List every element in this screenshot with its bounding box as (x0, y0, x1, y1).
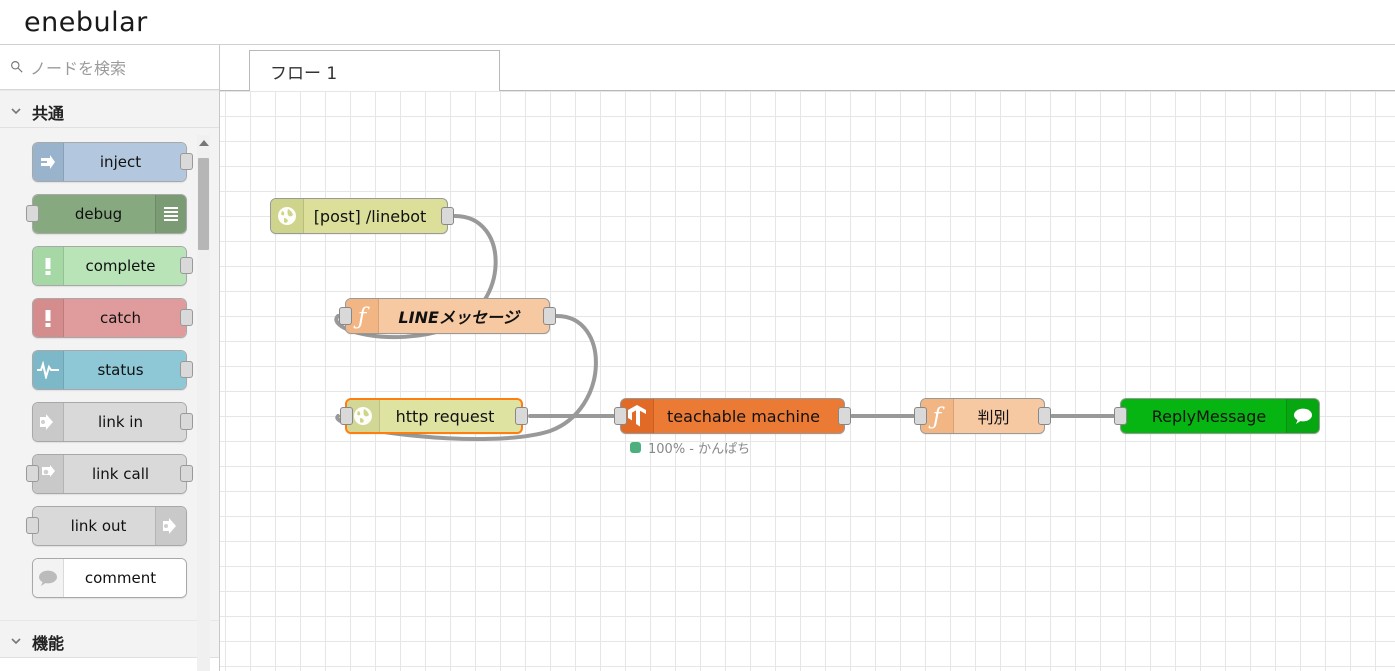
chevron-down-icon (10, 634, 22, 646)
exclamation-icon (33, 247, 64, 285)
palette-node-label: comment (84, 569, 157, 587)
palette-category-body: inject debug complete catch status (0, 128, 219, 620)
status-text: 100% - かんぱち (648, 442, 751, 457)
comment-bubble-icon (33, 559, 64, 597)
flow-node-output-port[interactable] (441, 207, 454, 225)
brand-logo: enebular (24, 7, 148, 38)
debug-lines-icon (155, 195, 186, 233)
palette-node-body: complete (33, 247, 186, 285)
palette-node-catch[interactable]: catch (32, 298, 193, 338)
flow-node-output-port[interactable] (838, 407, 851, 425)
palette-node-body: link in (33, 403, 186, 441)
palette-node-label: link in (98, 413, 143, 431)
palette-category-function[interactable]: 機能 (0, 620, 219, 658)
palette-node-label: catch (99, 309, 142, 327)
palette-node-input-port[interactable] (26, 465, 39, 482)
palette-node-body: inject (33, 143, 186, 181)
palette-scrollbar-thumb[interactable] (198, 158, 209, 250)
palette-categories: 共通 inject debug complete catch (0, 90, 219, 658)
flow-node-http-request[interactable]: http request (340, 398, 528, 434)
palette-node-label: inject (99, 153, 142, 171)
palette-node-output-port[interactable] (180, 465, 193, 482)
palette-search-row (0, 45, 219, 90)
flow-node-handan[interactable]: ƒ 判別 (914, 398, 1051, 434)
flow-node-output-port[interactable] (515, 407, 528, 425)
inject-arrow-icon (33, 143, 64, 181)
palette-node-body: comment (33, 559, 186, 597)
flow-node-http-in[interactable]: [post] /linebot (270, 198, 454, 234)
svg-text:ƒ: ƒ (353, 304, 370, 329)
link-in-icon (33, 403, 64, 441)
palette-node-comment[interactable]: comment (32, 558, 187, 598)
palette-node-body: debug (33, 195, 186, 233)
flow-node-label: ReplyMessage (1151, 406, 1267, 426)
app-header: enebular (0, 0, 1395, 45)
palette-node-input-port[interactable] (26, 517, 39, 534)
exclamation-icon (33, 299, 64, 337)
flow-node-line-message[interactable]: ƒ LINEメッセージ (339, 298, 556, 334)
flow-node-input-port[interactable] (340, 407, 353, 425)
palette-node-status[interactable]: status (32, 350, 193, 390)
flow-node-label: [post] /linebot (313, 206, 427, 226)
palette-node-output-port[interactable] (180, 361, 193, 378)
palette-node-output-port[interactable] (180, 309, 193, 326)
palette-node-body: status (33, 351, 186, 389)
flow-node-output-port[interactable] (1038, 407, 1051, 425)
palette-node-label: debug (74, 205, 123, 223)
function-icon: ƒ (921, 399, 954, 433)
tensorflow-icon (621, 399, 654, 433)
palette-scrollbar[interactable] (197, 135, 210, 671)
flow-node-label: http request (395, 406, 495, 426)
palette-node-output-port[interactable] (180, 413, 193, 430)
svg-text:ƒ: ƒ (928, 404, 945, 429)
palette-node-input-port[interactable] (26, 205, 39, 222)
flow-node-input-port[interactable] (914, 407, 927, 425)
palette-node-link-in[interactable]: link in (32, 402, 193, 442)
flow-node-input-port[interactable] (339, 307, 352, 325)
scroll-up-arrow-icon[interactable] (199, 140, 209, 146)
flow-node-teachable-machine[interactable]: teachable machine (614, 398, 851, 434)
palette-node-link-call[interactable]: link call (26, 454, 193, 494)
palette-node-label: link call (91, 465, 150, 483)
palette-node-body: catch (33, 299, 186, 337)
flow-node-label: 判別 (977, 408, 1010, 427)
palette-node-inject[interactable]: inject (32, 142, 193, 182)
wire-layer (334, 214, 1115, 442)
palette-node-label: status (97, 361, 144, 379)
flow-node-input-port[interactable] (1114, 407, 1127, 425)
palette-node-body: link out (33, 507, 186, 545)
search-icon (11, 61, 23, 73)
globe-icon (271, 199, 304, 233)
palette-node-complete[interactable]: complete (32, 246, 193, 286)
flow-node-input-port[interactable] (614, 407, 627, 425)
flow-node-label: LINEメッセージ (398, 308, 519, 327)
palette-node-link-out[interactable]: link out (26, 506, 187, 546)
link-out-icon (155, 507, 186, 545)
status-dot (630, 442, 641, 453)
palette-node-label: link out (70, 517, 127, 535)
palette-node-output-port[interactable] (180, 257, 193, 274)
comment-bubble-icon (1286, 399, 1319, 433)
palette-category-label: 共通 (32, 104, 65, 123)
node-palette: 共通 inject debug complete catch (0, 45, 220, 671)
flow-node-reply-message[interactable]: ReplyMessage (1114, 398, 1320, 434)
chevron-down-icon (10, 104, 22, 116)
palette-node-output-port[interactable] (180, 153, 193, 170)
workspace-tabbar: フロー 1 (220, 45, 1395, 92)
flow-node-label: teachable machine (667, 406, 820, 426)
pulse-icon (33, 351, 64, 389)
palette-category-label: 機能 (32, 634, 65, 653)
palette-node-debug[interactable]: debug (26, 194, 187, 234)
palette-node-label: complete (85, 257, 156, 275)
flow-node-output-port[interactable] (543, 307, 556, 325)
search-input[interactable] (28, 53, 212, 83)
tab-flow-1[interactable]: フロー 1 (249, 50, 500, 92)
palette-node-body: link call (33, 455, 186, 493)
flow-node-status-teachable-machine: 100% - かんぱち (630, 438, 750, 457)
palette-category-common[interactable]: 共通 (0, 90, 219, 128)
